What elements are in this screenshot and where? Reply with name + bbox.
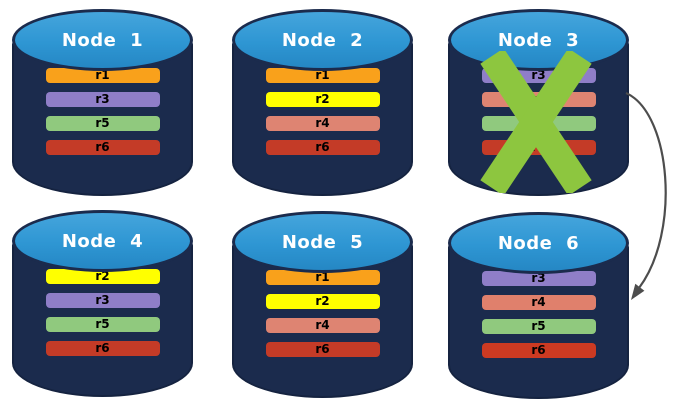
replica-label: r2 (315, 92, 330, 106)
replica-label: r5 (95, 116, 110, 130)
replica-label: r3 (531, 271, 546, 285)
replica-label: r3 (531, 68, 546, 82)
replica-label: r5 (531, 319, 546, 333)
cylinder-top: Node 5 (232, 211, 413, 273)
replica-bar: r4 (481, 295, 596, 310)
replica-list: r1 r2 r4 r6 (232, 270, 413, 357)
replica-label: r4 (315, 116, 330, 130)
replica-label: r5 (95, 317, 110, 331)
replica-bar: r2 (45, 269, 160, 284)
node-5: r1 r2 r4 r6 Node 5 (232, 211, 413, 398)
replica-label: r1 (95, 68, 110, 82)
replica-bar: r4 (265, 116, 380, 131)
replica-label: r6 (531, 343, 546, 357)
replica-list: r1 r2 r4 r6 (232, 68, 413, 155)
replica-label: r4 (315, 318, 330, 332)
node-title: Node 5 (281, 231, 364, 253)
node-1: r1 r3 r5 r6 Node 1 (12, 9, 193, 196)
replica-bar: r5 (45, 317, 160, 332)
replica-bar: r6 (45, 341, 160, 356)
replica-label: r2 (95, 269, 110, 283)
cylinder-top: Node 1 (12, 9, 193, 71)
cylinder-top: Node 4 (12, 210, 193, 272)
replica-bar: r1 (265, 68, 380, 83)
arrow-head-icon (631, 283, 645, 300)
replica-bar: r6 (481, 343, 596, 358)
replica-bar: r6 (265, 342, 380, 357)
replica-label: r6 (315, 342, 330, 356)
cylinder-top: Node 6 (448, 212, 629, 274)
replica-list: r3 r4 r5 r6 (448, 271, 629, 358)
node-2: r1 r2 r4 r6 Node 2 (232, 9, 413, 196)
replica-label: r6 (95, 140, 110, 154)
node-title: Node 3 (497, 29, 580, 51)
replica-label: r2 (315, 294, 330, 308)
replica-label: r1 (315, 68, 330, 82)
replica-list: r1 r3 r5 r6 (12, 68, 193, 155)
replica-bar: r5 (481, 319, 596, 334)
replica-label: r6 (315, 140, 330, 154)
replica-bar: r4 (265, 318, 380, 333)
replica-label: r1 (315, 270, 330, 284)
replica-bar: r3 (45, 293, 160, 308)
replica-label: r3 (95, 293, 110, 307)
node-6: r3 r4 r5 r6 Node 6 (448, 212, 629, 399)
replica-label: r3 (95, 92, 110, 106)
replica-bar: r3 (45, 92, 160, 107)
replica-bar: r1 (45, 68, 160, 83)
replica-bar: r3 (481, 271, 596, 286)
node-title: Node 2 (281, 29, 364, 51)
replica-bar: r5 (45, 116, 160, 131)
node-title: Node 6 (497, 232, 580, 254)
replica-list: r2 r3 r5 r6 (12, 269, 193, 356)
replica-label: r4 (531, 295, 546, 309)
node-3: r3 r4 r5 r6 Node 3 (448, 9, 629, 196)
replica-bar: r1 (265, 270, 380, 285)
node-title: Node 4 (61, 230, 144, 252)
replica-bar: r6 (265, 140, 380, 155)
node-title: Node 1 (61, 29, 144, 51)
failure-x-icon (480, 51, 592, 193)
replica-label: r6 (95, 341, 110, 355)
replica-bar: r2 (265, 294, 380, 309)
cylinder-top: Node 2 (232, 9, 413, 71)
replica-bar: r2 (265, 92, 380, 107)
node-4: r2 r3 r5 r6 Node 4 (12, 210, 193, 397)
cylinder-top: Node 3 (448, 9, 629, 71)
replica-bar: r6 (45, 140, 160, 155)
